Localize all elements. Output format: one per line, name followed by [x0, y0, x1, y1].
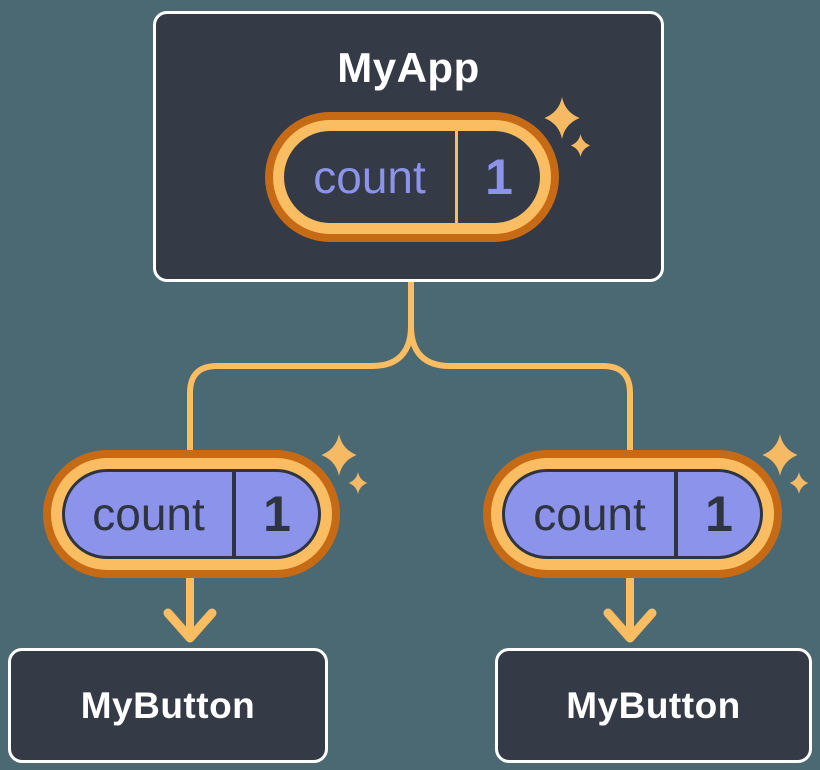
sparkle-icon [321, 434, 368, 494]
arrow-right-head [603, 608, 657, 643]
state-pill-left-ring: count 1 [51, 458, 332, 570]
state-pill-root-body: count 1 [284, 131, 540, 223]
node-mybutton-left: MyButton [8, 648, 328, 763]
pill-divider [674, 472, 678, 556]
pill-divider [232, 472, 236, 556]
node-myapp-title: MyApp [337, 44, 480, 91]
sparkle-icon [544, 97, 591, 157]
state-pill-right-child: count 1 [483, 450, 782, 578]
state-pill-left-child: count 1 [43, 450, 340, 578]
state-pill-right-ring: count 1 [491, 458, 774, 570]
fork-right-branch [408, 281, 633, 452]
state-label: count [92, 488, 205, 540]
fork-left-branch [187, 281, 414, 452]
node-mybutton-right: MyButton [495, 648, 812, 763]
node-mybutton-right-title: MyButton [566, 684, 741, 726]
state-value: 1 [705, 486, 733, 542]
state-pill-root: count 1 [265, 112, 559, 242]
state-pill-right-body: count 1 [502, 469, 763, 559]
state-label: count [313, 151, 426, 203]
state-value: 1 [263, 486, 291, 542]
arrow-left-head [163, 608, 217, 643]
pill-divider [455, 131, 458, 223]
state-value: 1 [485, 149, 513, 205]
state-label: count [533, 488, 646, 540]
sparkle-icon [762, 434, 809, 494]
node-mybutton-left-title: MyButton [80, 684, 256, 726]
state-pill-root-ring: count 1 [273, 120, 551, 234]
state-pill-left-body: count 1 [62, 469, 321, 559]
